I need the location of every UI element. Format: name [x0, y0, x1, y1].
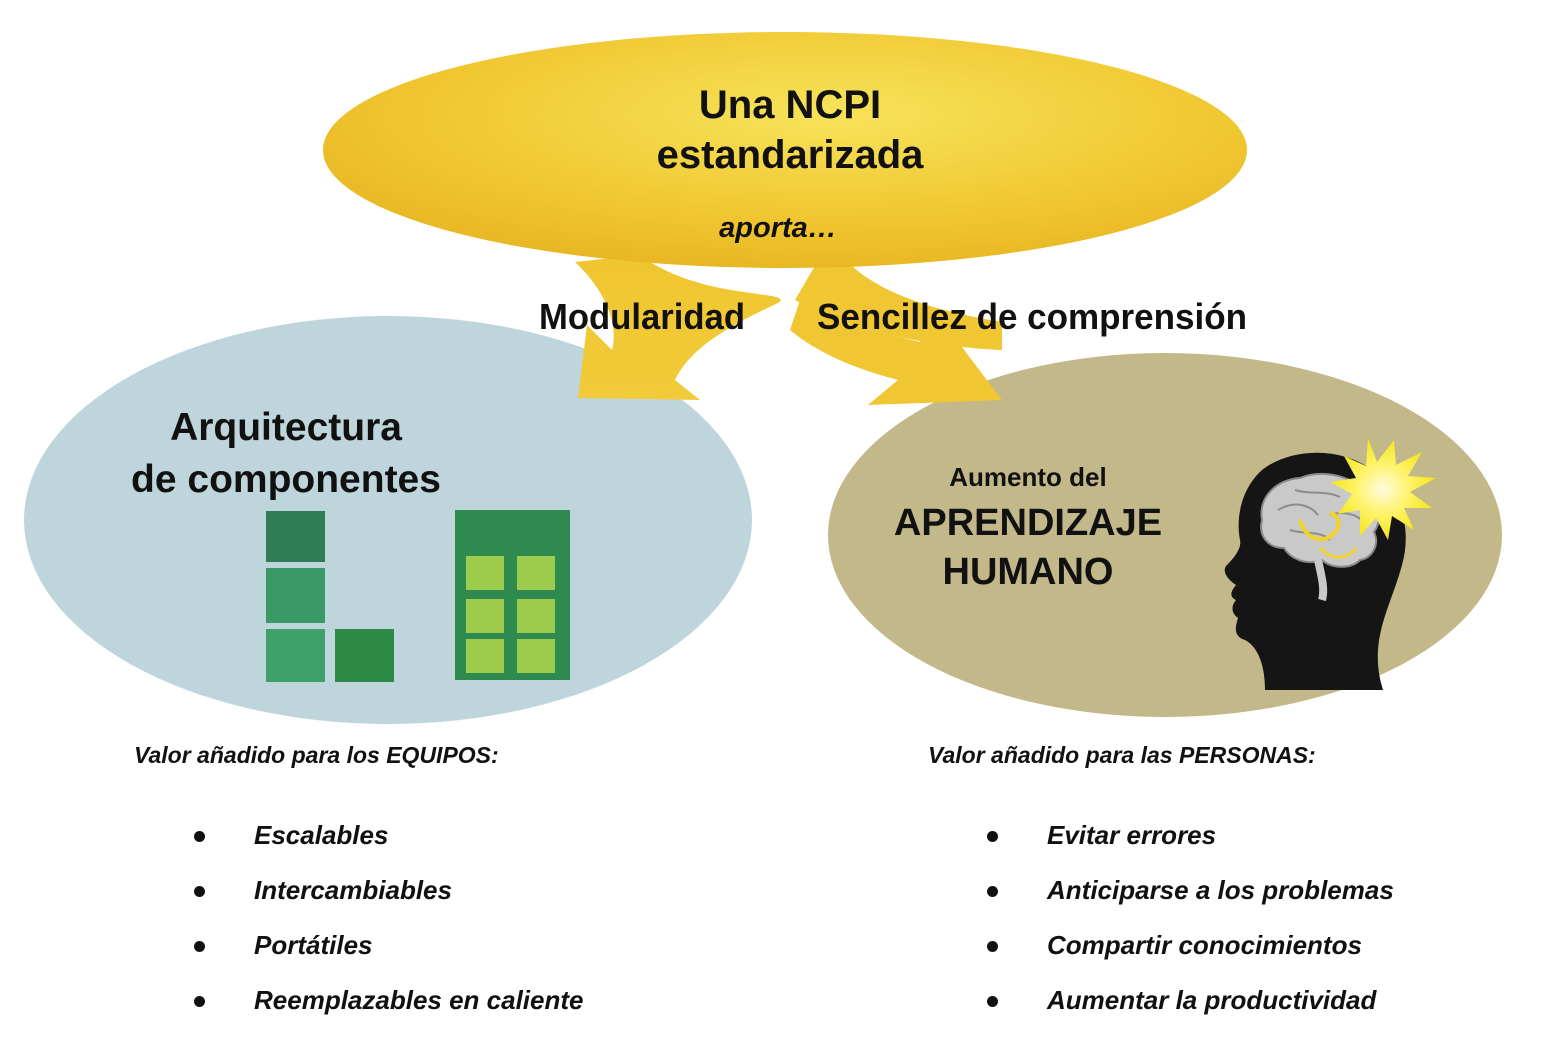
right-bubble-title-line3: HUMANO [943, 551, 1114, 593]
sencillez-label: Sencillez de comprensión [817, 296, 1247, 337]
right-arrow [790, 300, 1002, 405]
top-bubble-title-line2: estandarizada [657, 133, 925, 177]
right-bubble-title-line1: Aumento del [949, 462, 1106, 492]
right-bubble-title-line2: APRENDIZAJE [894, 502, 1162, 544]
right-arrow-body [795, 240, 1002, 350]
component-blocks-icon [266, 510, 570, 682]
left-bubble-title-line1: Arquitectura [170, 406, 402, 449]
head-brain-lightbulb-icon [1224, 438, 1436, 690]
top-bubble-title-line1: Una NCPI [699, 83, 881, 127]
modularidad-label: Modularidad [539, 296, 745, 337]
top-bubble [323, 32, 1247, 268]
top-bubble-subtitle: aporta… [719, 212, 837, 244]
left-arrow [575, 255, 781, 400]
left-bubble-title-line2: de componentes [131, 458, 441, 501]
